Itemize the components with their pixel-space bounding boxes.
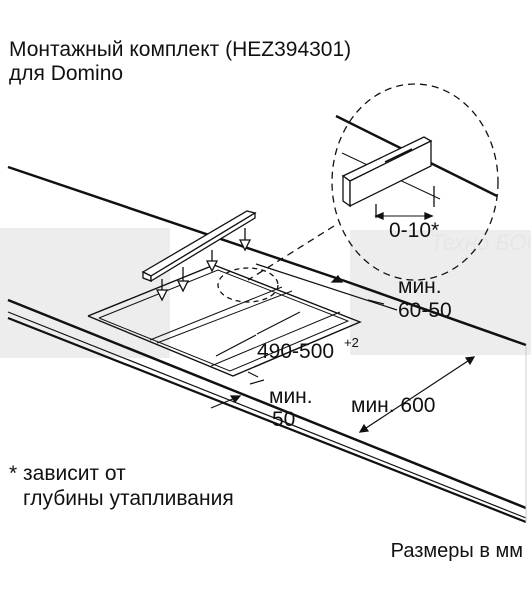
down-arrows [155, 228, 252, 302]
label-cutout-width: 490-500 [257, 340, 334, 363]
mounting-rail [141, 210, 257, 283]
arrow-down-icon-1 [155, 279, 169, 302]
detail-contents [335, 114, 498, 220]
label-cutout-tolerance: +2 [344, 335, 359, 350]
label-gap: 0-10* [389, 219, 439, 242]
label-min-right: мин. 600 [351, 394, 435, 417]
footnote: * зависит от глубины утапливания [9, 461, 234, 511]
dimension-lines [210, 263, 476, 433]
countertop [7, 165, 527, 524]
countertop-front-edge [7, 298, 527, 510]
label-min-front-1: мин. [269, 385, 313, 408]
arrow-down-icon-4 [238, 228, 252, 252]
label-min-front-2: 50 [272, 408, 295, 431]
arrow-down-icon-3 [205, 250, 219, 273]
units-note: Размеры в мм [390, 540, 523, 562]
countertop-back-edge [7, 165, 343, 282]
cutout [87, 264, 362, 377]
watermark-block-left [0, 228, 170, 358]
detail-circle [331, 83, 499, 281]
label-min-depth-2: 60-50 [398, 299, 452, 322]
cutout-outline [87, 264, 362, 377]
watermark: Техно БОСЕ [0, 228, 531, 358]
detail-callout [217, 83, 499, 303]
arrow-down-icon-2 [176, 267, 190, 293]
title-line-2: для Domino [9, 62, 124, 85]
detail-leader [247, 225, 335, 281]
page-title: Монтажный комплект (HEZ394301) для Domin… [9, 38, 351, 86]
footnote-line-2: глубины утапливания [23, 487, 234, 510]
footnote-line-1: * зависит от [9, 462, 126, 485]
title-line-1: Монтажный комплект (HEZ394301) [9, 38, 352, 61]
label-min-depth-1: мин. [398, 275, 442, 298]
